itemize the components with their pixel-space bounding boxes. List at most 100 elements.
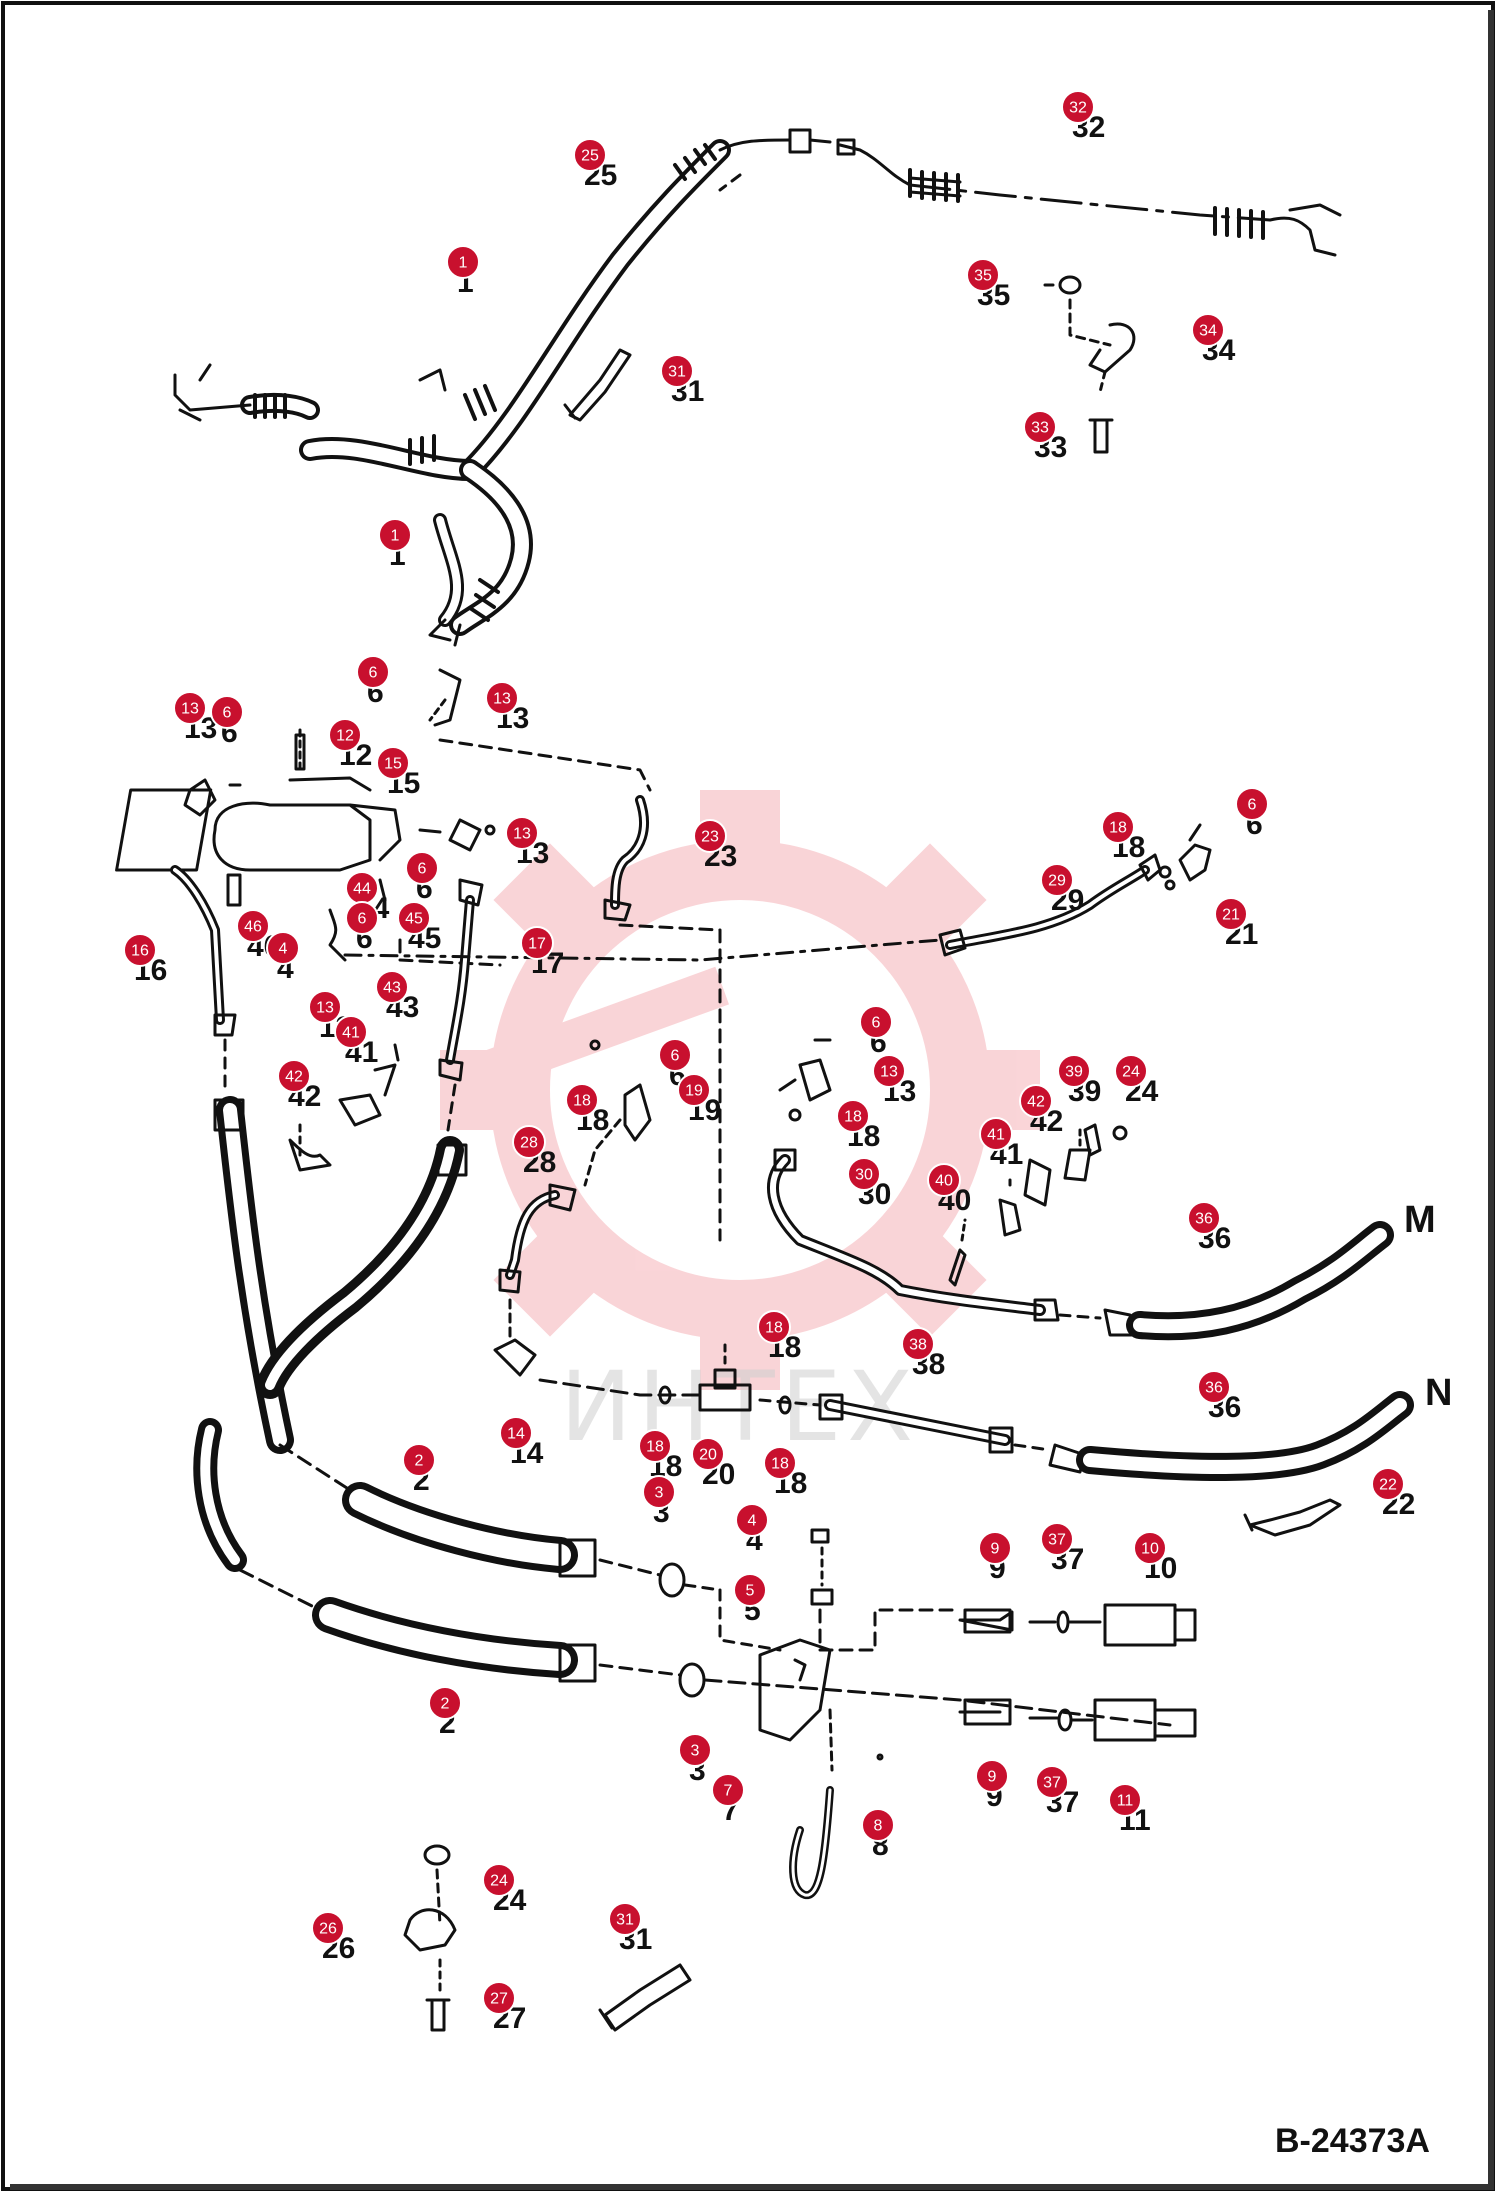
callout-badge — [512, 1125, 546, 1159]
callout-badge — [334, 1015, 368, 1049]
callout-number: 10 — [1141, 1541, 1159, 1558]
callout-badge — [505, 816, 539, 850]
callout-badge — [1108, 1783, 1142, 1817]
callout-number: 6 — [872, 1015, 881, 1032]
callout-number: 2 — [441, 1696, 450, 1713]
callout-number: 34 — [1199, 323, 1217, 340]
callout-number: 13 — [880, 1064, 898, 1081]
callout-number: 13 — [181, 701, 199, 718]
callout-badge — [345, 901, 379, 935]
callout-badge — [901, 1327, 935, 1361]
callout-badge — [378, 518, 412, 552]
callout-badge — [308, 990, 342, 1024]
callout-3: 33 — [678, 1733, 712, 1787]
callout-badge — [836, 1099, 870, 1133]
callout-number: 14 — [507, 1426, 525, 1443]
callout-badge — [1214, 897, 1248, 931]
callout-number: 38 — [909, 1337, 927, 1354]
callout-number: 16 — [131, 943, 149, 960]
callout-number: 21 — [1222, 907, 1240, 924]
callout-badge — [499, 1416, 533, 1450]
callout-badge — [1371, 1467, 1405, 1501]
callout-number: 31 — [668, 364, 686, 381]
callout-6: 66 — [345, 901, 379, 955]
callout-badge — [1191, 313, 1225, 347]
callout-badge — [861, 1808, 895, 1842]
callout-number: 12 — [336, 728, 354, 745]
callout-number: 18 — [573, 1093, 591, 1110]
callout-badge — [1133, 1531, 1167, 1565]
callout-badge — [328, 718, 362, 752]
callout-badge — [236, 909, 270, 943]
callout-badge — [1187, 1201, 1221, 1235]
callout-2: 22 — [428, 1686, 462, 1740]
callout-badge — [678, 1733, 712, 1767]
diagram-border-shadow-bottom — [10, 2184, 1494, 2190]
callout-4: 44 — [735, 1503, 769, 1557]
callout-9: 99 — [978, 1531, 1012, 1585]
callout-number: 6 — [369, 665, 378, 682]
callout-badge — [1023, 410, 1057, 444]
callout-badge — [1019, 1084, 1053, 1118]
callout-badge — [1035, 1765, 1069, 1799]
callout-6: 66 — [405, 851, 439, 905]
callout-badge — [691, 1437, 725, 1471]
callout-number: 24 — [490, 1873, 508, 1890]
callout-number: 7 — [724, 1783, 733, 1800]
callout-badge — [658, 1038, 692, 1072]
callout-5: 55 — [733, 1573, 767, 1627]
callout-number: 6 — [223, 705, 232, 722]
callout-badge — [763, 1446, 797, 1480]
callout-badge — [1114, 1054, 1148, 1088]
callout-badge — [402, 1443, 436, 1477]
hose-label-n: N — [1425, 1372, 1452, 1414]
callout-6: 66 — [859, 1005, 893, 1059]
callout-badge — [277, 1059, 311, 1093]
callout-badge — [428, 1686, 462, 1720]
callout-number: 18 — [1109, 820, 1127, 837]
callout-badge — [1040, 863, 1074, 897]
hose-label-m: M — [1404, 1199, 1436, 1241]
callout-number: 4 — [748, 1513, 757, 1530]
callout-number: 1 — [459, 255, 468, 272]
callout-badge — [375, 970, 409, 1004]
callout-number: 41 — [987, 1127, 1005, 1144]
callout-number: 30 — [855, 1167, 873, 1184]
callout-number: 22 — [1379, 1477, 1397, 1494]
callout-number: 33 — [1031, 420, 1049, 437]
callout-badge — [847, 1157, 881, 1191]
callout-badge — [638, 1429, 672, 1463]
callout-badge — [356, 655, 390, 689]
callout-number: 45 — [405, 911, 423, 928]
callout-badge — [979, 1117, 1013, 1151]
callout-badge — [608, 1902, 642, 1936]
callout-number: 36 — [1205, 1380, 1223, 1397]
callout-badge — [573, 138, 607, 172]
callout-number: 43 — [383, 980, 401, 997]
callout-number: 36 — [1195, 1211, 1213, 1228]
callout-badge — [311, 1911, 345, 1945]
callout-2: 22 — [402, 1443, 436, 1497]
callout-badge — [123, 933, 157, 967]
callout-number: 35 — [974, 268, 992, 285]
